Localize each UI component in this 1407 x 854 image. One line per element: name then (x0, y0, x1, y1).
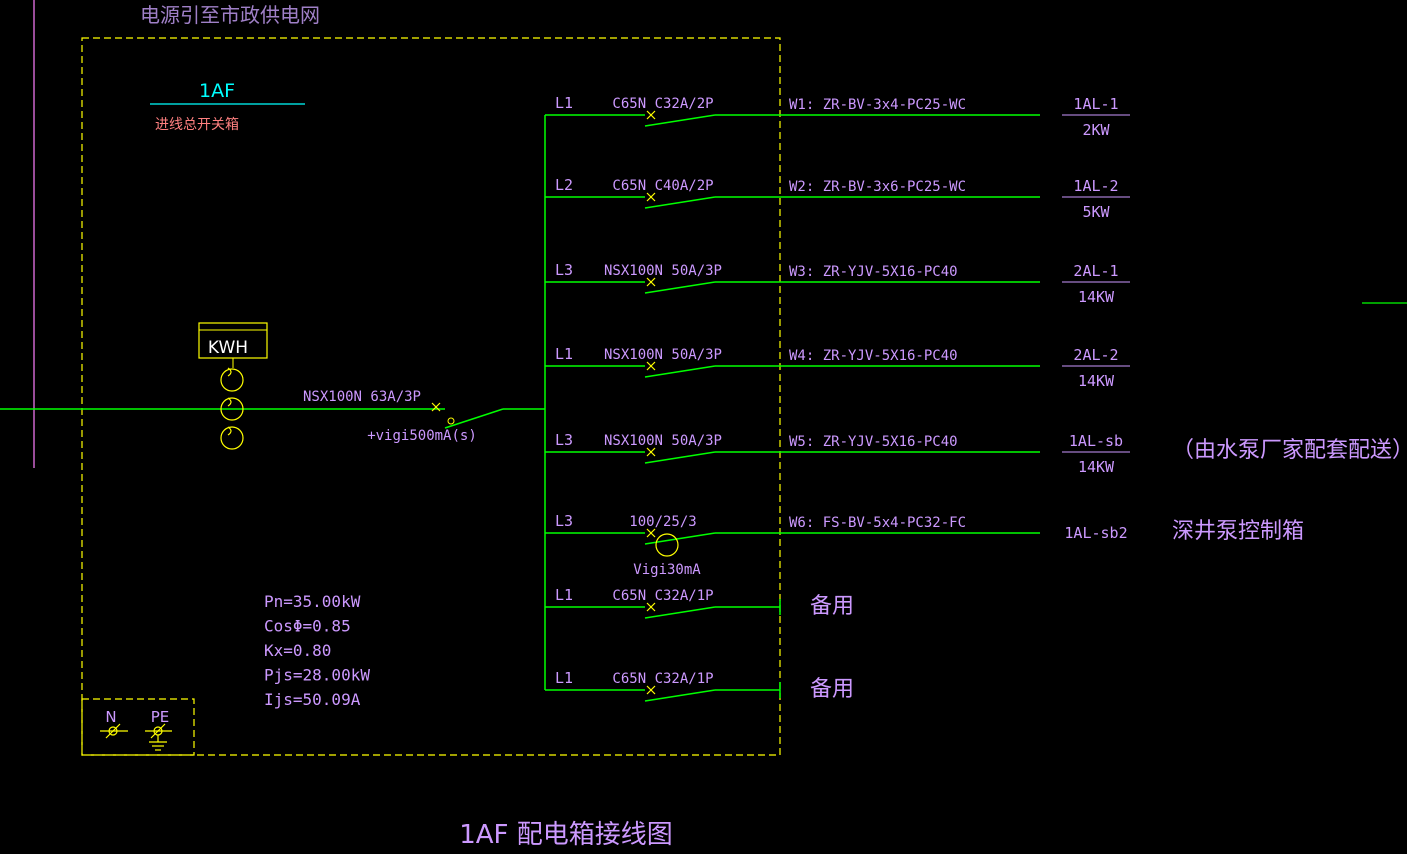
load-power: 5KW (1082, 203, 1110, 221)
terminal-symbols (100, 723, 172, 751)
circuit-remark: 深井泵控制箱 (1172, 519, 1304, 544)
phase-label: L3 (555, 261, 573, 279)
breaker-cross-b (646, 277, 656, 287)
phase-label: L3 (555, 512, 573, 530)
phase-label: L1 (555, 669, 573, 687)
breaker-blade (644, 114, 716, 127)
cable-label: W4: ZR-YJV-5X16-PC40 (789, 348, 958, 364)
breaker-cross-b (646, 361, 656, 371)
main-breaker-label: NSX100N 63A/3P (303, 389, 421, 405)
terminal-block (81, 698, 195, 756)
rcd-label: Vigi30mA (633, 562, 701, 578)
drawing-title: 1AF 配电箱接线图 (459, 820, 673, 850)
main-rcd-label: +vigi500mA(s) (367, 428, 477, 444)
breaker-blade (644, 196, 716, 209)
summary-line: Pjs=28.00kW (264, 666, 370, 685)
phase-label: L1 (555, 345, 573, 363)
phase-label: L1 (555, 586, 573, 604)
breaker-label: 100/25/3 (629, 514, 696, 530)
breaker-label: NSX100N 50A/3P (604, 347, 722, 363)
load-power: 14KW (1078, 372, 1115, 390)
breaker-blade (644, 281, 716, 294)
breaker-label: C65N C32A/1P (612, 671, 713, 687)
breaker-label: C65N C40A/2P (612, 178, 713, 194)
cable-label: W3: ZR-YJV-5X16-PC40 (789, 264, 958, 280)
current-transformers (220, 367, 244, 450)
outgoing-circuits: L1 C65N C32A/2P W1: ZR-BV-3x4-PC25-WC 1AL-1… (545, 94, 1407, 702)
breaker-cross-b (646, 602, 656, 612)
breaker-cross-b (646, 528, 656, 538)
load-id: 1AL-sb2 (1064, 524, 1127, 542)
breaker-blade (644, 606, 716, 619)
load-id: 1AL-sb (1069, 432, 1123, 450)
summary-line: Pn=35.00kW (264, 592, 361, 611)
n-terminal-icon (108, 726, 118, 736)
n-slash (105, 723, 121, 739)
load-id: 1AL-2 (1073, 177, 1118, 195)
load-power: 14KW (1078, 288, 1115, 306)
phase-label: L2 (555, 176, 573, 194)
breaker-cross-b (646, 192, 656, 202)
header-note: 电源引至市政供电网 (140, 3, 320, 27)
cable-label: W6: FS-BV-5x4-PC32-FC (789, 515, 966, 531)
breaker-label: C65N C32A/2P (612, 96, 713, 112)
enclosure-boundary (81, 37, 781, 756)
box-subtitle: 进线总开关箱 (155, 117, 239, 133)
breaker-blade (644, 451, 716, 464)
pe-slash (150, 723, 166, 739)
summary-line: Kx=0.80 (264, 641, 331, 660)
breaker-blade (644, 532, 716, 545)
breaker-label: NSX100N 50A/3P (604, 433, 722, 449)
main-breaker-cross-b (431, 402, 441, 412)
ct-circle-1 (220, 368, 244, 392)
breaker-cross-b (646, 110, 656, 120)
main-breaker-symbol (431, 402, 441, 412)
load-power: 14KW (1078, 458, 1115, 476)
ct-windings (227, 367, 232, 436)
spare-label: 备用 (810, 677, 854, 702)
kwh-meter-label: KWH (208, 338, 248, 358)
summary-line: CosΦ=0.85 (264, 617, 351, 636)
n-terminal-label: N (105, 708, 116, 726)
breaker-blade (644, 365, 716, 378)
rcd-icon (655, 533, 679, 557)
pe-terminal-label: PE (151, 708, 170, 726)
spare-label: 备用 (810, 594, 854, 619)
circuit-remark: （由水泵厂家配套配送） (1172, 438, 1407, 463)
breaker-label: NSX100N 50A/3P (604, 263, 722, 279)
breaker-blade (644, 689, 716, 702)
ct-circle-2 (220, 397, 244, 421)
main-breaker-blade (444, 408, 504, 429)
main-breaker-gap (445, 400, 503, 420)
load-id: 2AL-2 (1073, 346, 1118, 364)
cable-label: W1: ZR-BV-3x4-PC25-WC (789, 97, 966, 113)
ct-circle-3 (220, 426, 244, 450)
phase-label: L3 (555, 431, 573, 449)
load-id: 2AL-1 (1073, 262, 1118, 280)
breaker-cross-b (646, 447, 656, 457)
load-power: 2KW (1082, 121, 1110, 139)
phase-label: L1 (555, 94, 573, 112)
main-rcd-mark (447, 417, 455, 425)
cable-label: W2: ZR-BV-3x6-PC25-WC (789, 179, 966, 195)
cable-label: W5: ZR-YJV-5X16-PC40 (789, 434, 958, 450)
breaker-cross-b (646, 685, 656, 695)
box-id: 1AF (199, 80, 235, 102)
load-id: 1AL-1 (1073, 95, 1118, 113)
breaker-label: C65N C32A/1P (612, 588, 713, 604)
summary-line: Ijs=50.09A (264, 690, 361, 709)
